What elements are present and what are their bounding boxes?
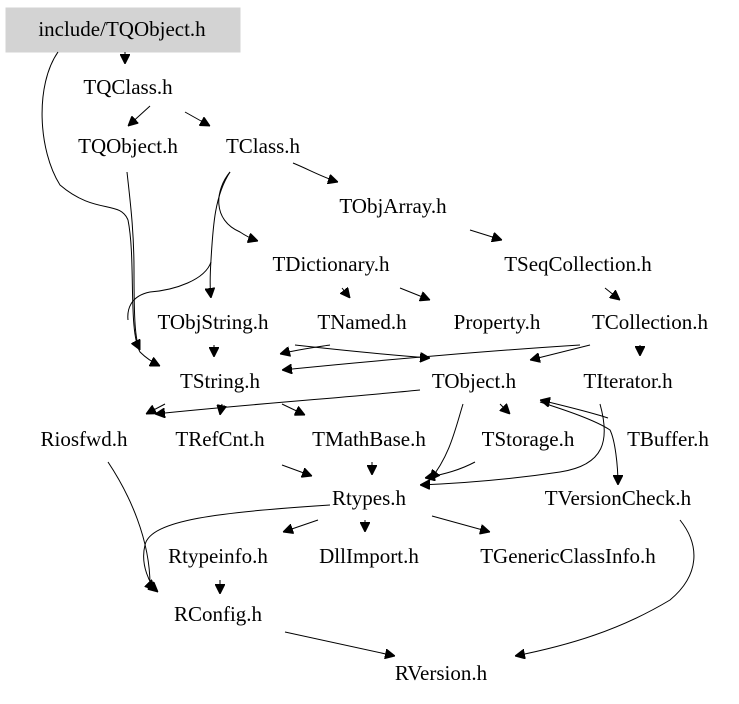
edge-tclass-tstring bbox=[127, 261, 212, 321]
edge-tmathbase-rtypes bbox=[281, 464, 312, 476]
edge-rtypes-tgenericclassinfo bbox=[431, 515, 490, 532]
node-rversion[interactable]: RVersion.h bbox=[395, 661, 488, 685]
node-tcollection[interactable]: TCollection.h bbox=[592, 310, 709, 334]
node-tgenericclassinfo[interactable]: TGenericClassInfo.h bbox=[480, 544, 656, 568]
edge-tobjarray-tseqcollection bbox=[469, 229, 502, 240]
node-tobjstring[interactable]: TObjString.h bbox=[157, 310, 269, 334]
node-property[interactable]: Property.h bbox=[454, 310, 541, 334]
edge-tqclass-tclass bbox=[184, 111, 210, 126]
node-tclass[interactable]: TClass.h bbox=[226, 134, 301, 158]
edge-root-tstring bbox=[41, 51, 160, 366]
edge-tclass-tobjstring bbox=[210, 171, 231, 298]
edge-titerator-tobject bbox=[540, 400, 609, 419]
edge-tclass-tdictionary bbox=[218, 171, 258, 241]
edge-tcollection-tstring bbox=[282, 344, 581, 370]
node-dllimport[interactable]: DllImport.h bbox=[319, 544, 419, 568]
edges bbox=[41, 51, 695, 656]
edge-tstring-riosfwd bbox=[146, 403, 166, 414]
node-riosfwd[interactable]: Riosfwd.h bbox=[41, 427, 128, 451]
edge-rconfig-rversion bbox=[284, 631, 395, 656]
node-tobjarray[interactable]: TObjArray.h bbox=[339, 194, 447, 218]
edge-rtypes-rconfig bbox=[143, 504, 331, 592]
edge-titerator-rtypes bbox=[420, 403, 605, 485]
node-tqclass[interactable]: TQClass.h bbox=[83, 75, 173, 99]
edge-tversioncheck-rversion bbox=[515, 519, 695, 656]
node-tseqcollection[interactable]: TSeqCollection.h bbox=[504, 252, 652, 276]
edge-tnamed-tstring bbox=[280, 344, 331, 354]
node-rtypeinfo[interactable]: Rtypeinfo.h bbox=[168, 544, 268, 568]
edge-tqclass-tqobject bbox=[128, 105, 151, 126]
edge-tseqcollection-tcollection bbox=[604, 287, 620, 300]
edge-tstring-trefcnt bbox=[220, 403, 222, 415]
node-tdictionary[interactable]: TDictionary.h bbox=[272, 252, 390, 276]
edge-tobject-riosfwd bbox=[155, 389, 421, 414]
node-trefcnt[interactable]: TRefCnt.h bbox=[175, 427, 265, 451]
edge-tobject-tstorage bbox=[500, 404, 510, 414]
node-tstring[interactable]: TString.h bbox=[180, 369, 260, 393]
node-root[interactable]: include/TQObject.h bbox=[38, 17, 206, 41]
edge-tdictionary-tnamed bbox=[342, 288, 350, 298]
node-rtypes[interactable]: Rtypes.h bbox=[332, 486, 407, 510]
node-rconfig[interactable]: RConfig.h bbox=[174, 602, 263, 626]
edge-tstorage-rtypes bbox=[425, 461, 476, 478]
edge-tcollection-tobject bbox=[530, 344, 591, 360]
edge-tobject-rtypes bbox=[430, 403, 464, 480]
edge-tstring-tmathbase bbox=[281, 403, 305, 415]
node-titerator[interactable]: TIterator.h bbox=[583, 369, 673, 393]
node-tmathbase[interactable]: TMathBase.h bbox=[312, 427, 426, 451]
edge-rtypes-rtypeinfo bbox=[283, 519, 319, 532]
node-tversioncheck[interactable]: TVersionCheck.h bbox=[545, 486, 692, 510]
node-tobject[interactable]: TObject.h bbox=[432, 369, 517, 393]
node-tstorage[interactable]: TStorage.h bbox=[482, 427, 575, 451]
edge-riosfwd-rconfig bbox=[107, 461, 155, 590]
edge-tobject-tversioncheck bbox=[539, 401, 618, 485]
root-node-box bbox=[5, 7, 241, 53]
node-tnamed[interactable]: TNamed.h bbox=[317, 310, 407, 334]
edge-tqobject-tstring bbox=[126, 171, 140, 350]
edge-tclass-tobjarray bbox=[292, 162, 338, 182]
node-tqobject[interactable]: TQObject.h bbox=[78, 134, 178, 158]
edge-tdictionary-property bbox=[399, 287, 430, 300]
node-tbuffer[interactable]: TBuffer.h bbox=[627, 427, 709, 451]
nodes: include/TQObject.h TQClass.h TQObject.h … bbox=[38, 17, 709, 685]
